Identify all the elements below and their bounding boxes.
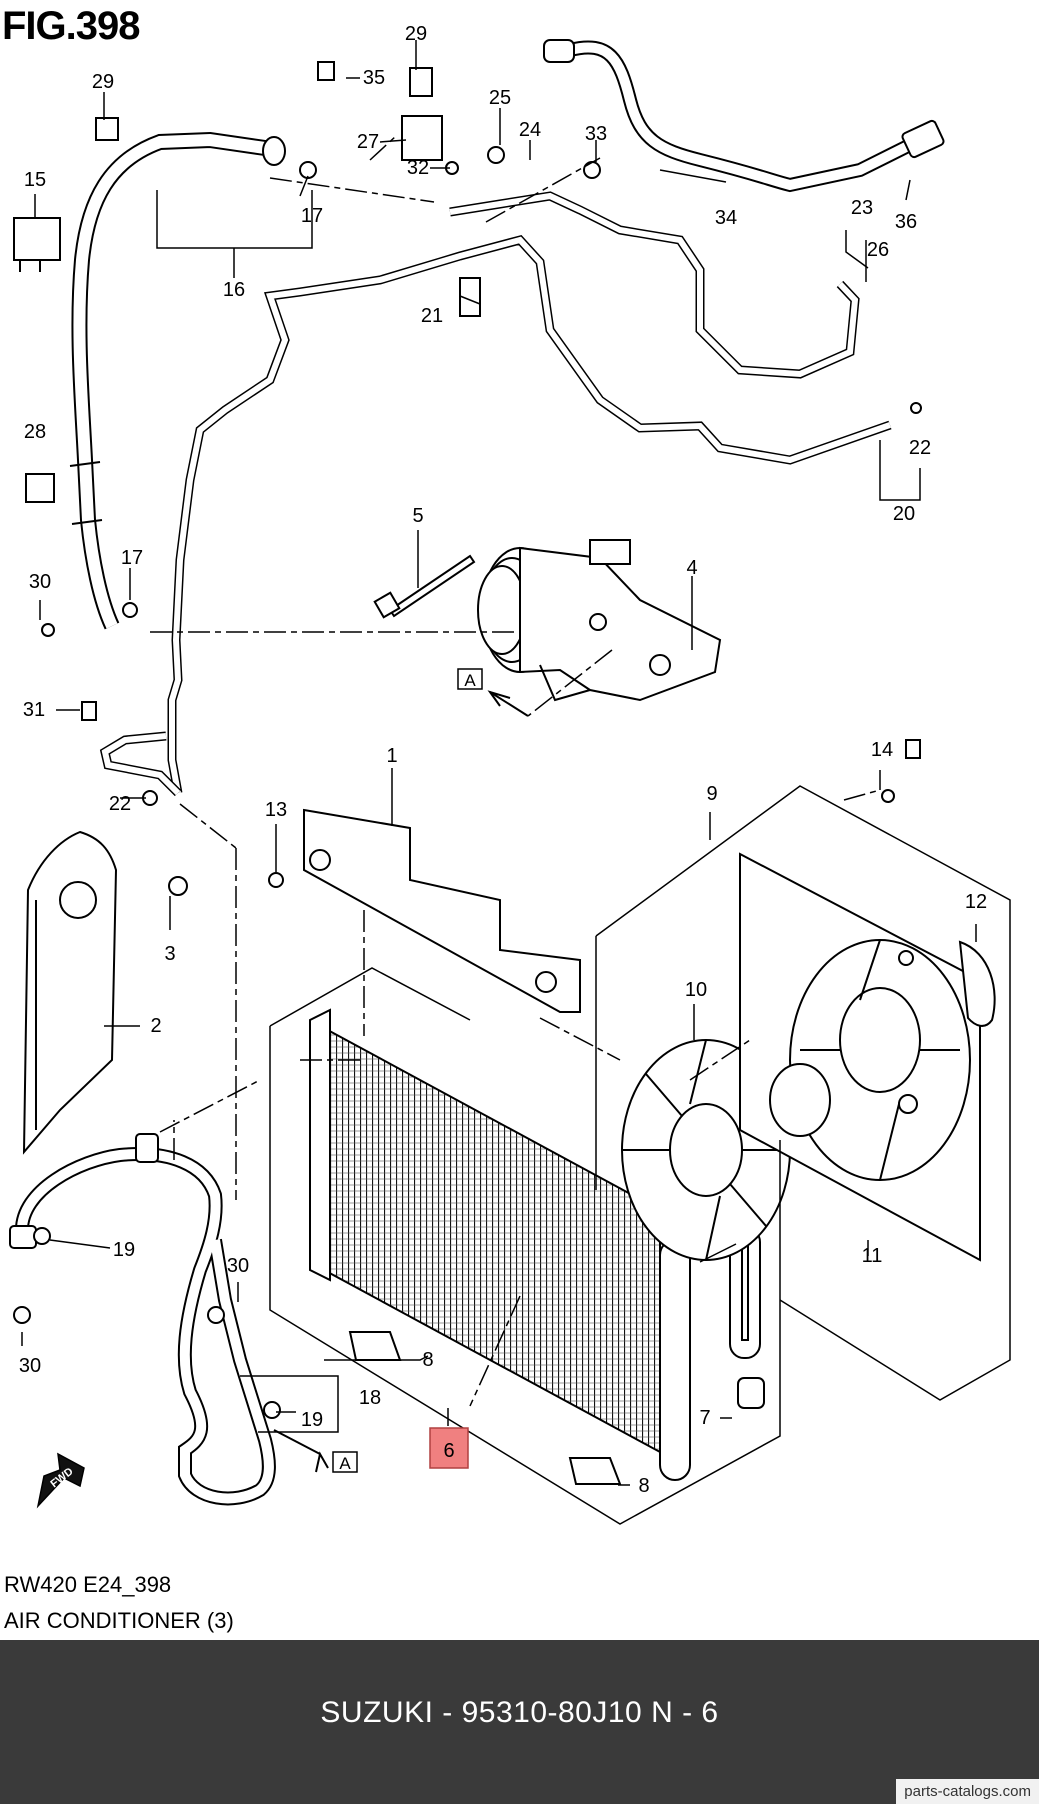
callout-8a: 8: [422, 1349, 433, 1371]
callout-2: 2: [150, 1015, 161, 1037]
receiver-7: [729, 1227, 765, 1409]
callout-33: 33: [585, 123, 607, 145]
callout-25: 25: [489, 87, 511, 109]
callout-35: 35: [363, 67, 385, 89]
callout-11: 11: [862, 1245, 883, 1267]
parts-diagram: FWD A A 1 2 3 4 5 6 7 8 8 9 10 11 12 13 …: [2, 4, 1011, 1633]
relay-15: [13, 217, 61, 272]
reference-arrows: [273, 690, 529, 1473]
callout-28: 28: [24, 421, 46, 443]
ref-box-a-bottom: [332, 1451, 358, 1473]
callout-36: 36: [895, 211, 917, 233]
callout-22b: 22: [109, 793, 131, 815]
diagram-canvas: FWD A A 1 2 3 4 5 6 7 8 8 9 10 11 12 13 …: [9, 23, 1011, 1525]
callout-13: 13: [265, 799, 287, 821]
callout-22a: 22: [909, 437, 931, 459]
fwd-arrow: FWD: [36, 1452, 85, 1509]
callout-31: 31: [23, 699, 45, 721]
callout-19a: 19: [113, 1239, 135, 1261]
callout-29b: 29: [405, 23, 427, 45]
compressor: [477, 539, 722, 702]
callout-12: 12: [965, 891, 987, 913]
callout-14: 14: [871, 739, 893, 761]
pipe-34: [449, 39, 945, 379]
figure-caption: AIR CONDITIONER (3): [4, 1608, 234, 1633]
small-fasteners: [13, 61, 922, 1419]
ref-a-label-top: A: [464, 671, 476, 690]
callout-20: 20: [893, 503, 915, 525]
callout-5: 5: [412, 505, 423, 527]
callout-30c: 30: [19, 1355, 41, 1377]
hose-18: [9, 1133, 276, 1506]
shroud-2: [22, 830, 118, 1155]
reference-lines: [150, 135, 881, 1407]
callout-34: 34: [715, 207, 737, 229]
callout-16: 16: [223, 279, 245, 301]
footer-bar: SUZUKI - 95310-80J10 N - 6 parts-catalog…: [0, 1640, 1039, 1804]
part-number-text: SUZUKI - 95310-80J10 N - 6: [320, 1696, 719, 1729]
callout-19b: 19: [301, 1409, 323, 1431]
callout-8b: 8: [638, 1475, 649, 1497]
figure-code: RW420 E24_398: [4, 1572, 172, 1597]
shroud-11: [739, 852, 981, 1262]
ref-a-label-bottom: A: [339, 1454, 351, 1473]
callout-17b: 17: [121, 547, 143, 569]
callout-30b: 30: [227, 1255, 249, 1277]
callout-26: 26: [867, 239, 889, 261]
cover-12: [958, 940, 996, 1027]
callout-29a: 29: [92, 71, 114, 93]
bracket-1: [303, 808, 581, 1013]
figure-title: FIG.398: [2, 4, 141, 48]
callout-17a: 17: [301, 205, 323, 227]
highlighted-part-box: [429, 1427, 469, 1469]
callout-18: 18: [359, 1387, 381, 1409]
callout-27: 27: [357, 131, 379, 153]
callout-1: 1: [386, 745, 397, 767]
callout-7: 7: [699, 1407, 710, 1429]
callout-21: 21: [421, 305, 443, 327]
pipe-20: [99, 234, 892, 797]
callout-15: 15: [24, 169, 46, 191]
hose-16: [69, 131, 286, 630]
callout-32: 32: [407, 157, 429, 179]
callout-4: 4: [686, 557, 697, 579]
callout-10: 10: [685, 979, 707, 1001]
ref-box-a-top: [457, 668, 483, 690]
callout-9: 9: [706, 783, 717, 805]
callout-3: 3: [164, 943, 175, 965]
condenser-assembly: [309, 1008, 691, 1485]
callout-6: 6: [443, 1440, 454, 1462]
leader-lines: [21, 40, 977, 1486]
callout-24: 24: [519, 119, 541, 141]
site-watermark[interactable]: parts-catalogs.com: [896, 1779, 1039, 1804]
callout-23: 23: [851, 197, 873, 219]
bolt-5: [373, 554, 476, 619]
fig-boxes: [269, 785, 1011, 1525]
callout-30a: 30: [29, 571, 51, 593]
